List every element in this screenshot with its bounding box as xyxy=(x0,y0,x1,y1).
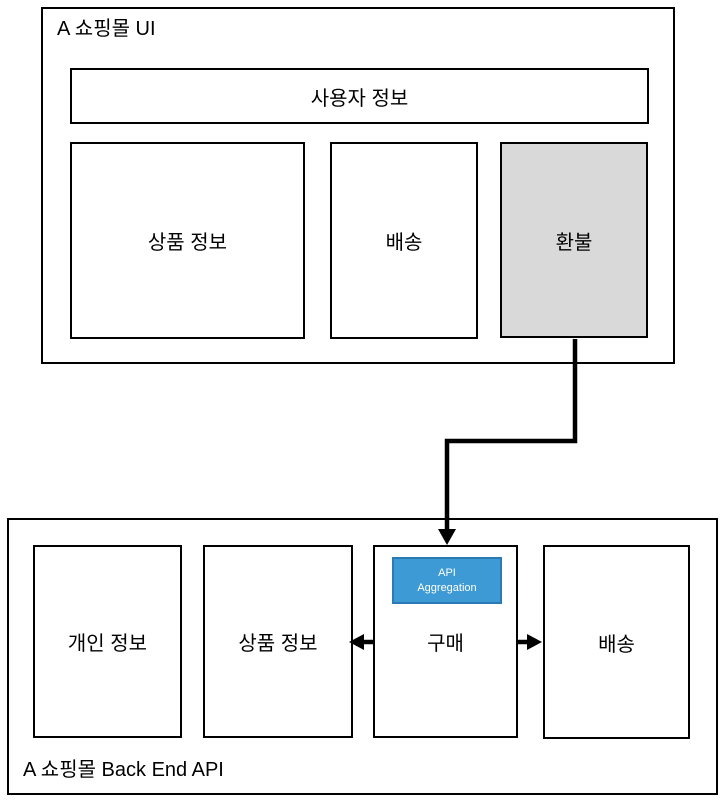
node-delivery-api-label: 배송 xyxy=(598,633,635,656)
node-user-info-label: 사용자 정보 xyxy=(310,87,409,110)
arrow-refund-to-purchase-line xyxy=(444,339,578,531)
node-personal-info: 개인 정보 xyxy=(33,545,182,738)
api-section-title: A 쇼핑몰 Back End API xyxy=(23,759,224,781)
node-personal-info-label: 개인 정보 xyxy=(67,633,148,655)
api-aggregation-badge: API Aggregation xyxy=(392,557,502,604)
node-product-info-api: 상품 정보 xyxy=(203,545,353,738)
node-delivery-ui: 배송 xyxy=(330,142,478,339)
api-aggregation-badge-line1: API xyxy=(438,566,456,579)
api-aggregation-badge-line2: Aggregation xyxy=(417,581,477,594)
node-delivery-ui-label: 배송 xyxy=(385,232,423,254)
node-refund: 환불 xyxy=(500,142,648,338)
node-product-info-ui: 상품 정보 xyxy=(70,142,305,339)
node-purchase-label: 구매 xyxy=(427,633,464,655)
node-product-info-ui-label: 상품 정보 xyxy=(147,232,228,254)
ui-section-title: A 쇼핑몰 UI xyxy=(57,18,156,40)
node-delivery-api: 배송 xyxy=(543,545,690,739)
node-product-info-api-label: 상품 정보 xyxy=(238,633,318,655)
node-refund-label: 환불 xyxy=(555,231,593,254)
node-user-info: 사용자 정보 xyxy=(70,68,649,124)
